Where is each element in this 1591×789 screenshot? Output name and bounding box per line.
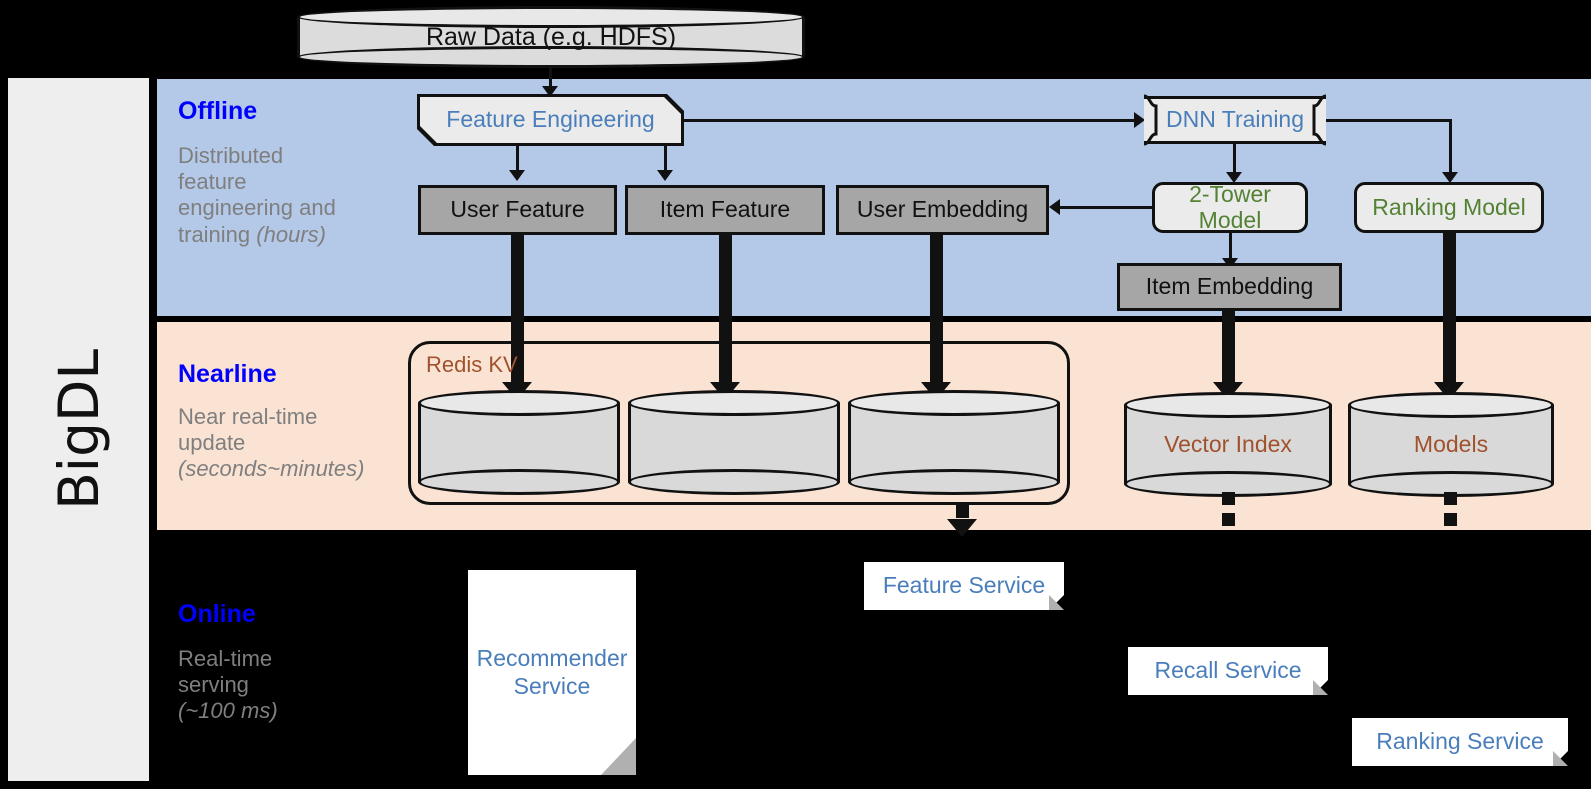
arrowhead-fe-to-userfeature — [509, 170, 525, 181]
feature-engineering-label: Feature Engineering — [446, 106, 655, 133]
redis-store-3[interactable] — [848, 390, 1060, 495]
dash-redis-to-featureservice — [956, 505, 969, 518]
dnn-training-shape — [1143, 94, 1327, 146]
dash-models-2 — [1444, 513, 1457, 526]
connector-rawdata-to-fe — [549, 68, 552, 90]
online-subtitle: Real-time serving (~100 ms) — [178, 646, 408, 725]
offline-heading: Offline — [178, 97, 258, 125]
user-feature-node[interactable]: User Feature — [418, 185, 617, 235]
item-feature-label: Item Feature — [659, 196, 791, 223]
two-tower-model-node[interactable]: 2-Tower Model — [1152, 182, 1308, 233]
user-feature-label: User Feature — [450, 196, 585, 223]
models-label: Models — [1413, 431, 1489, 457]
feed-userembedding-to-store3 — [930, 234, 943, 386]
raw-data-datastore: Raw Data (e.g. HDFS) — [297, 6, 805, 68]
connector-dnn-to-ranking-h — [1326, 119, 1451, 122]
connector-twotower-to-itemembedding — [1229, 233, 1232, 260]
nearline-subtitle-line1: Near real-time — [178, 404, 318, 429]
feature-service-label: Feature Service — [882, 572, 1046, 599]
cylinder-bottom — [297, 46, 805, 68]
online-subtitle-duration: (~100 ms) — [178, 698, 278, 724]
offline-subtitle-duration: (hours) — [256, 221, 326, 247]
item-embedding-node[interactable]: Item Embedding — [1117, 263, 1342, 311]
connector-fe-to-itemfeature — [664, 146, 667, 172]
models-datastore[interactable]: Models — [1348, 392, 1554, 497]
cylinder-bottom — [418, 469, 620, 495]
cylinder-bottom — [848, 469, 1060, 495]
feed-userfeature-to-store1 — [511, 234, 524, 386]
band-divider-offline-nearline — [157, 316, 1591, 322]
redis-kv-container — [408, 341, 1070, 505]
dnn-training-label: DNN Training — [1165, 106, 1305, 133]
ranking-service-node[interactable]: Ranking Service — [1352, 718, 1568, 766]
nearline-subtitle-duration: (seconds~minutes) — [178, 456, 365, 482]
two-tower-model-label: 2-Tower Model — [1189, 181, 1271, 233]
cylinder-bottom — [628, 469, 840, 495]
user-embedding-node[interactable]: User Embedding — [836, 185, 1049, 235]
dash-vectorindex-1 — [1222, 492, 1235, 505]
raw-data-label: Raw Data (e.g. HDFS) — [425, 22, 677, 51]
redis-store-3-label — [848, 390, 1060, 495]
feed-rankingmodel-to-models — [1443, 232, 1456, 386]
bigdl-rail-label: BigDL — [8, 78, 149, 781]
offline-subtitle: Distributed feature engineering and trai… — [178, 143, 388, 248]
cylinder-top — [1348, 392, 1554, 418]
band-divider-nearline-online — [157, 530, 1591, 536]
connector-fe-to-dnn — [684, 119, 1136, 122]
cylinder-top — [628, 390, 840, 416]
feed-itemembedding-to-vectorindex — [1222, 310, 1235, 386]
cylinder-top — [1124, 392, 1332, 418]
redis-store-1-label — [418, 390, 620, 495]
offline-subtitle-line4: training (hours) — [178, 221, 326, 247]
redis-store-2[interactable] — [628, 390, 840, 495]
feature-engineering-node[interactable]: Feature Engineering — [420, 97, 681, 143]
dnn-training-node[interactable]: DNN Training — [1144, 96, 1326, 144]
offline-subtitle-line1: Distributed — [178, 143, 284, 168]
item-feature-node[interactable]: Item Feature — [625, 185, 825, 235]
redis-store-1[interactable] — [418, 390, 620, 495]
recall-service-node[interactable]: Recall Service — [1128, 647, 1328, 695]
arrowhead-fe-to-itemfeature — [657, 170, 673, 181]
recommender-service-node[interactable]: Recommender Service — [468, 570, 636, 775]
cylinder-top — [297, 6, 805, 28]
bigdl-text: BigDL — [46, 349, 111, 510]
arrowhead-dnn-to-twotower — [1226, 172, 1242, 183]
arrowhead-twotower-to-userembedding — [1049, 199, 1060, 215]
nearline-heading: Nearline — [178, 360, 277, 388]
redis-store-2-label — [628, 390, 840, 495]
vector-index-datastore[interactable]: Vector Index — [1124, 392, 1332, 497]
connector-fe-to-userfeature — [516, 146, 519, 172]
nearline-subtitle-line2: update — [178, 430, 246, 456]
dash-vectorindex-2 — [1222, 513, 1235, 526]
item-embedding-label: Item Embedding — [1145, 273, 1314, 300]
user-embedding-label: User Embedding — [856, 196, 1029, 223]
ranking-model-node[interactable]: Ranking Model — [1354, 182, 1544, 233]
connector-twotower-to-userembedding — [1060, 206, 1152, 209]
arrowhead-rawdata-to-fe — [542, 86, 558, 97]
online-heading: Online — [178, 600, 256, 628]
ranking-model-label: Ranking Model — [1372, 193, 1526, 220]
feature-service-node[interactable]: Feature Service — [864, 562, 1064, 610]
connector-dnn-to-twotower — [1233, 144, 1236, 174]
feed-itemfeature-to-store2 — [719, 234, 732, 386]
recommender-service-label-line1: Recommender — [476, 644, 628, 671]
vector-index-label: Vector Index — [1164, 431, 1292, 457]
redis-kv-label: Redis KV — [426, 352, 518, 377]
bigdl-rail: BigDL — [8, 78, 149, 781]
dash-models-1 — [1444, 492, 1457, 505]
arrowhead-dnn-to-ranking — [1442, 172, 1458, 183]
nearline-subtitle: Near real-time update (seconds~minutes) — [178, 404, 408, 483]
arrowhead-fe-to-dnn — [1134, 112, 1145, 128]
recommender-service-label-line2: Service — [513, 672, 591, 699]
cylinder-top — [848, 390, 1060, 416]
connector-dnn-to-ranking-v — [1449, 119, 1452, 174]
online-subtitle-line2: serving — [178, 672, 249, 698]
ranking-service-label: Ranking Service — [1376, 728, 1544, 755]
offline-subtitle-line2: feature — [178, 169, 247, 195]
arrowhead-redis-to-featureservice — [947, 519, 977, 537]
online-subtitle-line1: Real-time — [178, 646, 273, 671]
offline-subtitle-line3: engineering and — [178, 195, 336, 221]
cylinder-top — [418, 390, 620, 416]
recall-service-label: Recall Service — [1154, 657, 1302, 684]
